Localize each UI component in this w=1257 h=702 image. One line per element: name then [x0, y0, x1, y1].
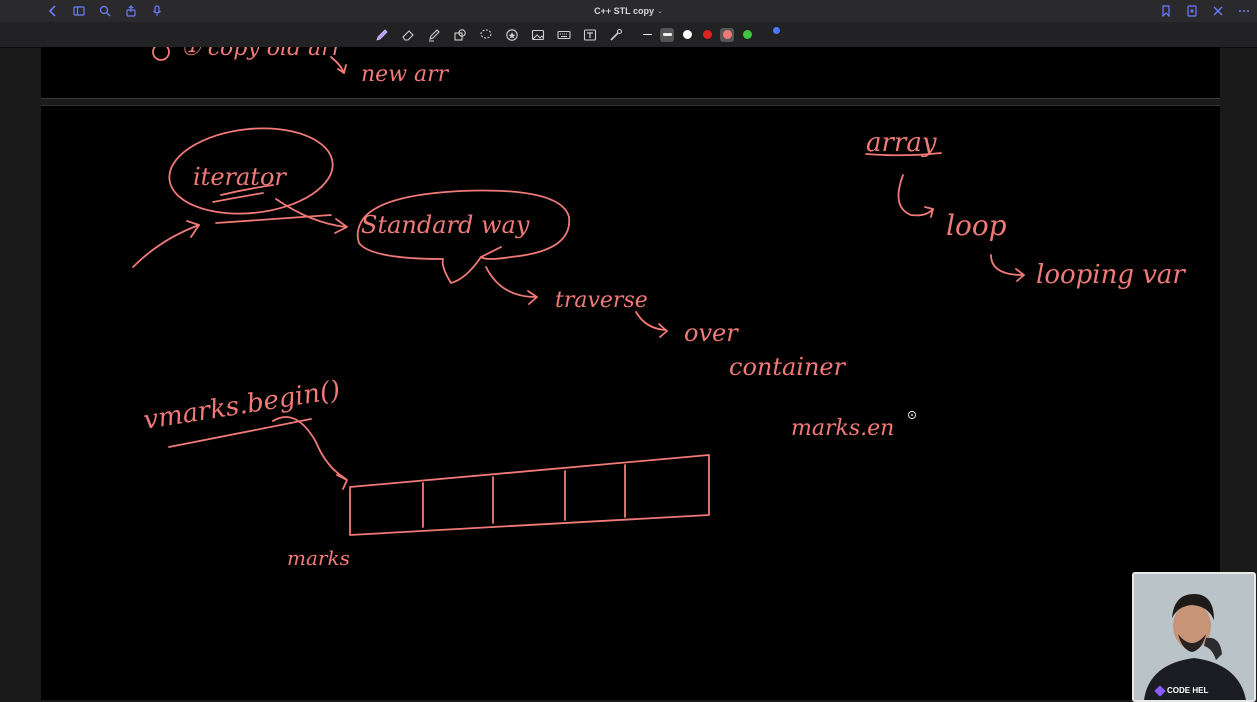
note-over: over — [684, 319, 739, 347]
arrow-to-over-head — [658, 323, 668, 338]
more-colors-icon[interactable] — [773, 27, 780, 34]
note-copy-old-arr: ① copy old arr — [181, 47, 344, 61]
close-icon[interactable] — [1211, 4, 1225, 18]
logo-mark-icon — [1154, 684, 1166, 697]
shapes-icon[interactable] — [450, 25, 470, 44]
lasso-icon[interactable] — [476, 25, 496, 44]
color-salmon-swatch[interactable] — [720, 27, 734, 42]
bookmark-icon[interactable] — [1159, 4, 1173, 18]
chevron-down-icon: ⌄ — [656, 8, 663, 15]
eraser-icon[interactable] — [398, 25, 418, 44]
pen-options — [640, 25, 754, 44]
image-icon[interactable] — [528, 25, 548, 44]
note-container: container — [729, 353, 847, 381]
color-red-swatch[interactable] — [700, 28, 714, 42]
arrow-into-iterator-head — [186, 220, 200, 238]
note-marks: marks — [287, 546, 350, 570]
channel-logo-text: CODE HEL — [1167, 686, 1209, 695]
back-icon[interactable] — [46, 4, 60, 18]
share-icon[interactable] — [124, 4, 138, 18]
page-break — [41, 98, 1220, 106]
tool-group — [372, 25, 626, 44]
presenter-avatar — [1134, 574, 1254, 700]
note-new-arr: new arr — [361, 62, 450, 87]
arrow-to-looping-var — [990, 254, 1024, 276]
stroke-thin-option[interactable] — [640, 28, 654, 42]
standard-way-bubble — [356, 189, 571, 284]
note-marks-end: marks.en — [791, 416, 894, 441]
note-loop: loop — [946, 209, 1007, 242]
note-canvas[interactable]: ① copy old arr new arr iterator Standard… — [41, 47, 1220, 700]
iterator-underline-2 — [212, 192, 264, 203]
sticker-icon[interactable] — [502, 25, 522, 44]
color-green-swatch[interactable] — [740, 28, 754, 42]
note-traverse: traverse — [555, 288, 648, 313]
channel-logo: CODE HEL — [1154, 684, 1209, 697]
arrow-to-looping-var-head — [1015, 268, 1025, 282]
circled-number-mark — [152, 47, 170, 61]
note-standard-way: Standard way — [361, 211, 530, 239]
presenter-webcam: CODE HEL — [1132, 572, 1256, 702]
title-bar-left-controls — [46, 0, 164, 22]
arrow-to-traverse — [485, 266, 537, 298]
vector-container-box — [349, 454, 710, 536]
stroke-medium-option[interactable] — [660, 27, 674, 42]
note-array: array — [866, 128, 937, 158]
arrow-to-traverse-head — [527, 290, 538, 305]
microphone-icon[interactable] — [150, 4, 164, 18]
top-arrow-head — [337, 64, 347, 74]
highlighter-icon[interactable] — [424, 25, 444, 44]
arrow-to-loop — [897, 174, 934, 217]
array-underline — [865, 152, 942, 157]
arrow-to-standard-way-head — [334, 218, 348, 234]
document-title-text: C++ STL copy — [594, 6, 654, 16]
arrow-to-standard-way — [275, 198, 347, 228]
note-iterator: iterator — [193, 163, 287, 191]
arrow-into-iterator — [132, 224, 200, 268]
handwriting-layer: ① copy old arr new arr iterator Standard… — [132, 47, 1186, 570]
drawing-toolbar — [0, 22, 1257, 48]
note-vmarks-begin: vmarks.begin() — [141, 375, 342, 436]
sidebar-toggle-icon[interactable] — [72, 4, 86, 18]
arrow-to-over — [635, 311, 667, 331]
title-bar: C++ STL copy⌄ — [0, 0, 1257, 23]
pen-cursor-icon — [908, 411, 916, 419]
laser-pointer-icon[interactable] — [606, 25, 626, 44]
iterator-underline-1 — [220, 184, 274, 196]
note-looping-var: looping var — [1036, 260, 1186, 290]
color-white-swatch[interactable] — [680, 28, 694, 42]
title-bar-right-controls — [1159, 0, 1251, 22]
iterator-bubble — [168, 127, 334, 215]
more-options-icon[interactable] — [1237, 4, 1251, 18]
text-icon[interactable] — [580, 25, 600, 44]
arrow-to-first-cell-head — [336, 474, 348, 490]
new-page-icon[interactable] — [1185, 4, 1199, 18]
standard-way-underline — [480, 246, 502, 258]
document-title[interactable]: C++ STL copy⌄ — [0, 0, 1257, 22]
begin-underline — [168, 418, 312, 448]
search-icon[interactable] — [98, 4, 112, 18]
arrow-to-loop-head — [924, 206, 934, 218]
pen-icon[interactable] — [372, 25, 392, 44]
iterator-underline-3 — [215, 214, 332, 224]
arrow-to-first-cell — [272, 416, 347, 480]
keyboard-icon[interactable] — [554, 25, 574, 44]
